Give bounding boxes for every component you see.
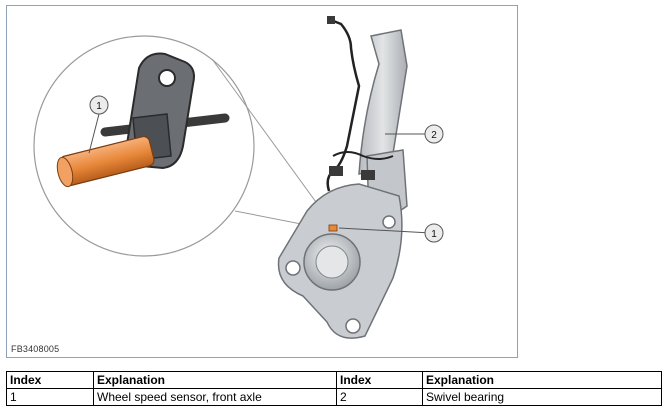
header-explanation-1: Explanation [93,371,337,389]
legend-header-row: Index Explanation Index Explanation [6,371,662,389]
explanation-cell: Swivel bearing [422,388,662,406]
swivel-bearing-drawing [277,16,408,339]
callout-2: 2 [424,124,444,144]
sensor-illustration: 1 2 1 [33,16,444,339]
header-explanation-2: Explanation [422,371,662,389]
callout-1-zoom: 1 [89,95,109,115]
svg-text:2: 2 [431,130,437,141]
svg-text:1: 1 [96,101,102,112]
figure-id-label: FB3408005 [11,344,60,354]
header-index-1: Index [6,371,94,389]
zoom-detail [56,52,230,188]
svg-text:1: 1 [431,229,437,240]
illustration-frame: 1 2 1 FB3408005 [6,5,518,358]
wheel-speed-sensor-small [328,224,338,232]
index-cell: 1 [6,388,94,406]
explanation-cell: Wheel speed sensor, front axle [93,388,337,406]
legend-table: Index Explanation Index Explanation 1 Wh… [6,371,662,406]
callout-1-knuckle: 1 [424,223,444,243]
table-row: 1 Wheel speed sensor, front axle 2 Swive… [6,388,662,406]
index-cell: 2 [336,388,423,406]
header-index-2: Index [336,371,423,389]
